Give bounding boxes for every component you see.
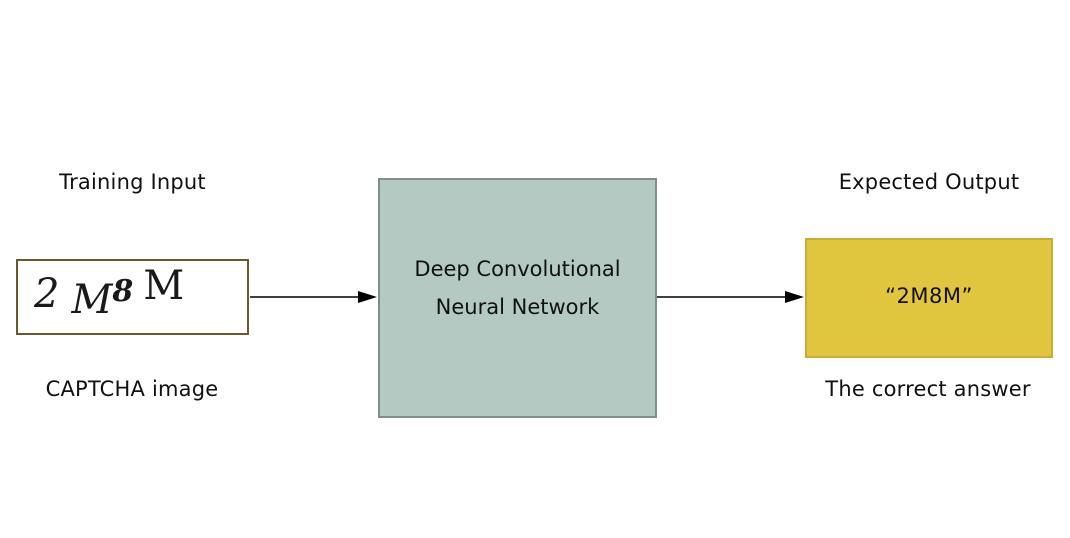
cnn-model-label: Deep Convolutional Neural Network (414, 250, 620, 326)
expected-output-box: “2M8M” (805, 238, 1053, 358)
expected-output-heading: Expected Output (838, 170, 1020, 194)
expected-output-value: “2M8M” (885, 283, 973, 308)
arrow-input-to-cnn (250, 291, 377, 303)
captcha-char: 2 (34, 271, 60, 317)
cnn-label-line1: Deep Convolutional (414, 257, 621, 281)
captcha-char: M (143, 263, 185, 309)
training-input-heading: Training Input (59, 170, 206, 194)
cnn-label-line2: Neural Network (435, 295, 600, 319)
arrow-cnn-to-output (657, 291, 804, 303)
captcha-char: M (71, 277, 113, 323)
correct-answer-caption: The correct answer (825, 377, 1031, 401)
captcha-char: 8 (112, 274, 134, 309)
cnn-model-box: Deep Convolutional Neural Network (378, 178, 657, 418)
captcha-image-caption: CAPTCHA image (45, 377, 219, 401)
